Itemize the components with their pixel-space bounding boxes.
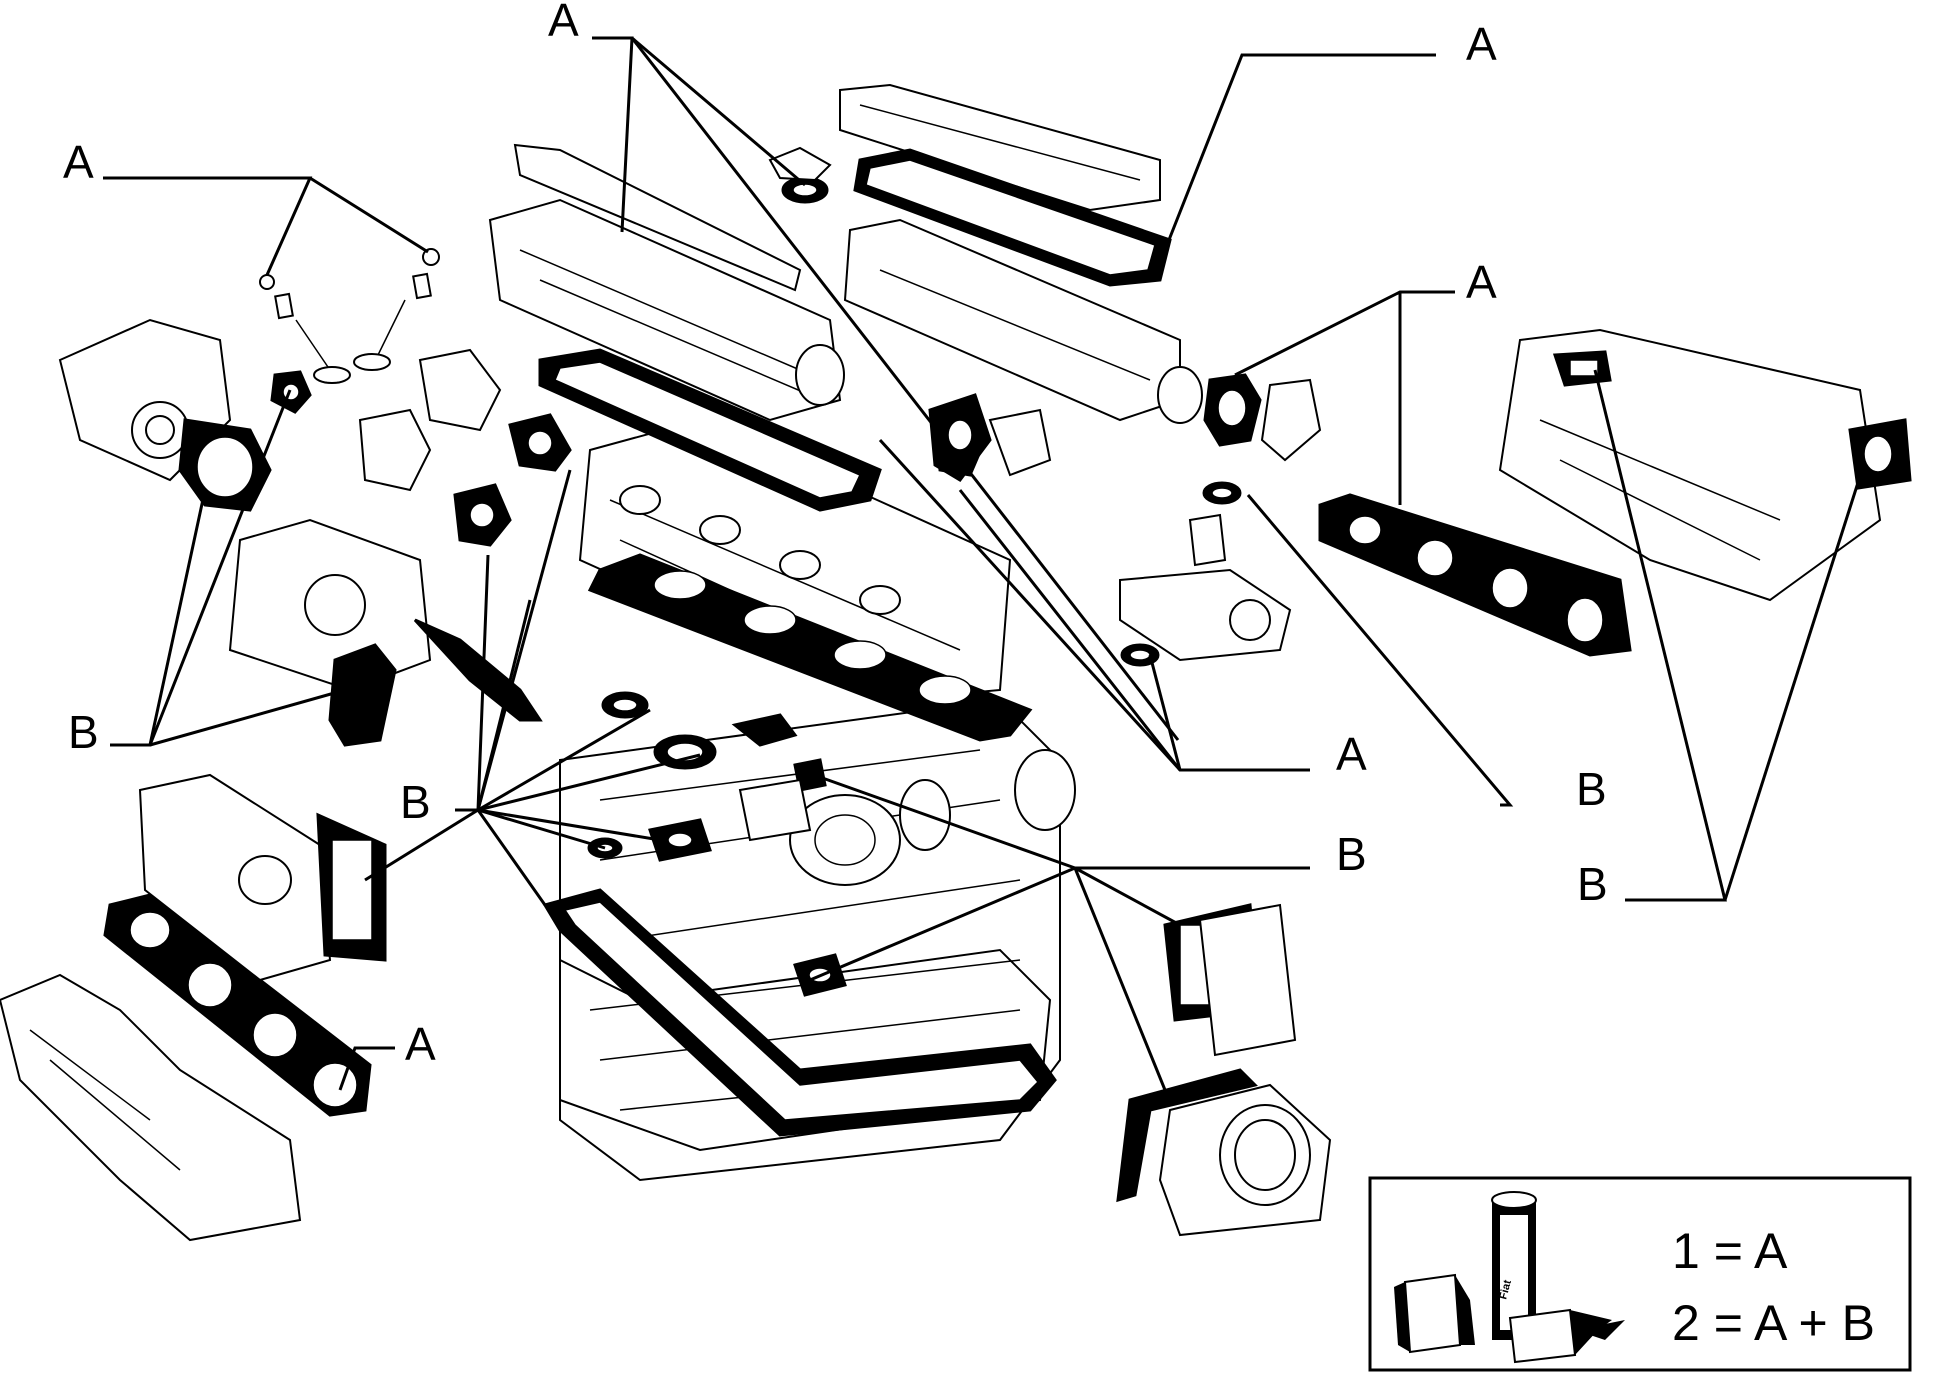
callout-a-head-gasket: A: [1336, 728, 1367, 780]
callout-a-valve-seals: A: [63, 136, 94, 188]
oil-pump-cover: [228, 518, 543, 747]
legend-line-1: 1 = A: [1672, 1223, 1788, 1279]
rear-seal-cover: [1116, 903, 1332, 1237]
callout-a-top-center: A: [548, 0, 579, 46]
callout-b-left-pump: B: [68, 706, 99, 758]
callout-a-intake-gasket: A: [1466, 256, 1497, 308]
water-pump: [58, 318, 312, 512]
svg-text:Fiat: Fiat: [1497, 1278, 1514, 1300]
intake-manifold: [1318, 328, 1912, 657]
legend-line-2: 2 = A + B: [1672, 1295, 1875, 1351]
callout-b-intake-flanges: B: [1577, 858, 1608, 910]
callout-a-exhaust-gasket: A: [405, 1018, 436, 1070]
thermostat-housing: [1119, 373, 1322, 667]
callout-b-thermostat: B: [1576, 763, 1607, 815]
camshaft-housing: [488, 143, 882, 512]
water-flanges: [358, 348, 1052, 547]
callout-a-top-right: A: [1466, 18, 1497, 70]
turbocharger: [738, 778, 951, 886]
callout-b-center: B: [400, 776, 431, 828]
product-small-box-icon: [1508, 1308, 1625, 1364]
product-box-icon: [1394, 1273, 1475, 1354]
valve-cover: [839, 83, 1203, 424]
cylinder-head: [578, 418, 1033, 742]
legend-box: Fiat 1 = A 2 = A + B: [1368, 1176, 1912, 1372]
product-can-icon: Fiat: [1491, 1191, 1537, 1340]
exhaust-manifold: [0, 773, 387, 1242]
valves: [259, 248, 440, 384]
callout-b-oilpan: B: [1336, 828, 1367, 880]
leader-lines: [103, 36, 1864, 1091]
